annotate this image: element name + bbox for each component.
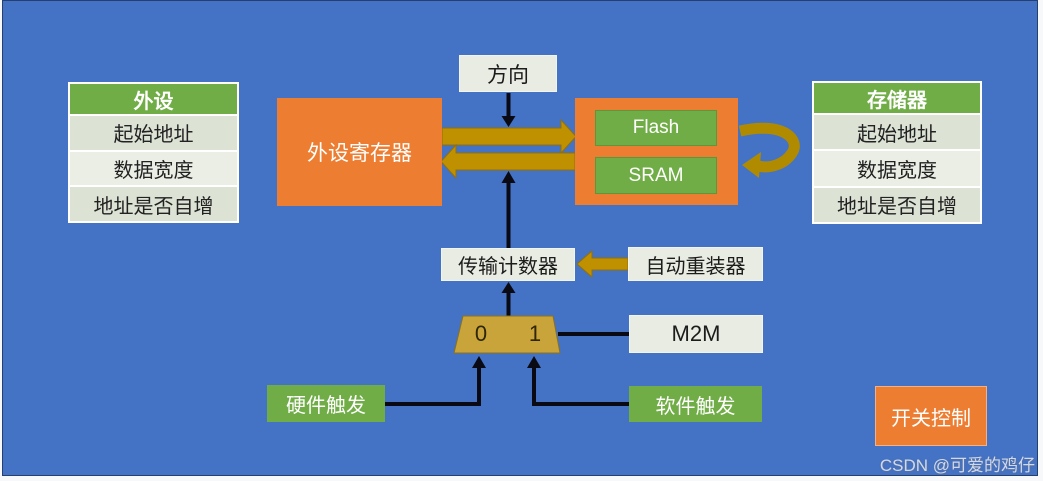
table-row: 数据宽度 [814, 151, 980, 186]
memory-table-header: 存储器 [814, 83, 980, 113]
memory-loop-arrow [738, 122, 800, 178]
peripheral-table-header: 外设 [70, 84, 237, 114]
memory-box: Flash SRAM [575, 98, 738, 205]
peripheral-to-memory-arrow [441, 118, 577, 155]
reload-to-counter-arrow [576, 249, 629, 279]
mux-trapezoid [453, 315, 561, 354]
m2m-box: M2M [629, 315, 763, 353]
auto-reload-box: 自动重装器 [628, 247, 763, 281]
peripheral-table: 外设 起始地址 数据宽度 地址是否自增 [68, 82, 239, 223]
sram-box: SRAM [595, 157, 717, 194]
memory-table: 存储器 起始地址 数据宽度 地址是否自增 [812, 81, 982, 224]
mux-input-1-label: 1 [528, 321, 542, 346]
table-row: 起始地址 [70, 116, 237, 150]
hardware-trigger-box: 硬件触发 [267, 385, 385, 422]
table-row: 数据宽度 [70, 151, 237, 186]
table-row: 地址是否自增 [814, 187, 980, 222]
counter-up-arrow [501, 171, 516, 248]
software-trigger-box: 软件触发 [629, 386, 762, 422]
mux-to-counter-arrow [501, 282, 516, 316]
switch-control-box: 开关控制 [875, 386, 987, 446]
transfer-counter-box: 传输计数器 [441, 248, 575, 281]
table-row: 地址是否自增 [70, 187, 237, 222]
direction-box: 方向 [459, 55, 557, 92]
direction-down-arrow [501, 93, 516, 127]
peripheral-register-box: 外设寄存器 [277, 98, 442, 206]
mux-input-0-label: 0 [474, 321, 488, 346]
table-row: 起始地址 [814, 115, 980, 150]
memory-to-peripheral-arrow [440, 143, 576, 180]
software-trigger-arrow [527, 356, 629, 406]
watermark: CSDN @可爱的鸡仔 [879, 456, 1035, 475]
flash-box: Flash [595, 110, 717, 146]
hardware-trigger-arrow [385, 356, 486, 406]
